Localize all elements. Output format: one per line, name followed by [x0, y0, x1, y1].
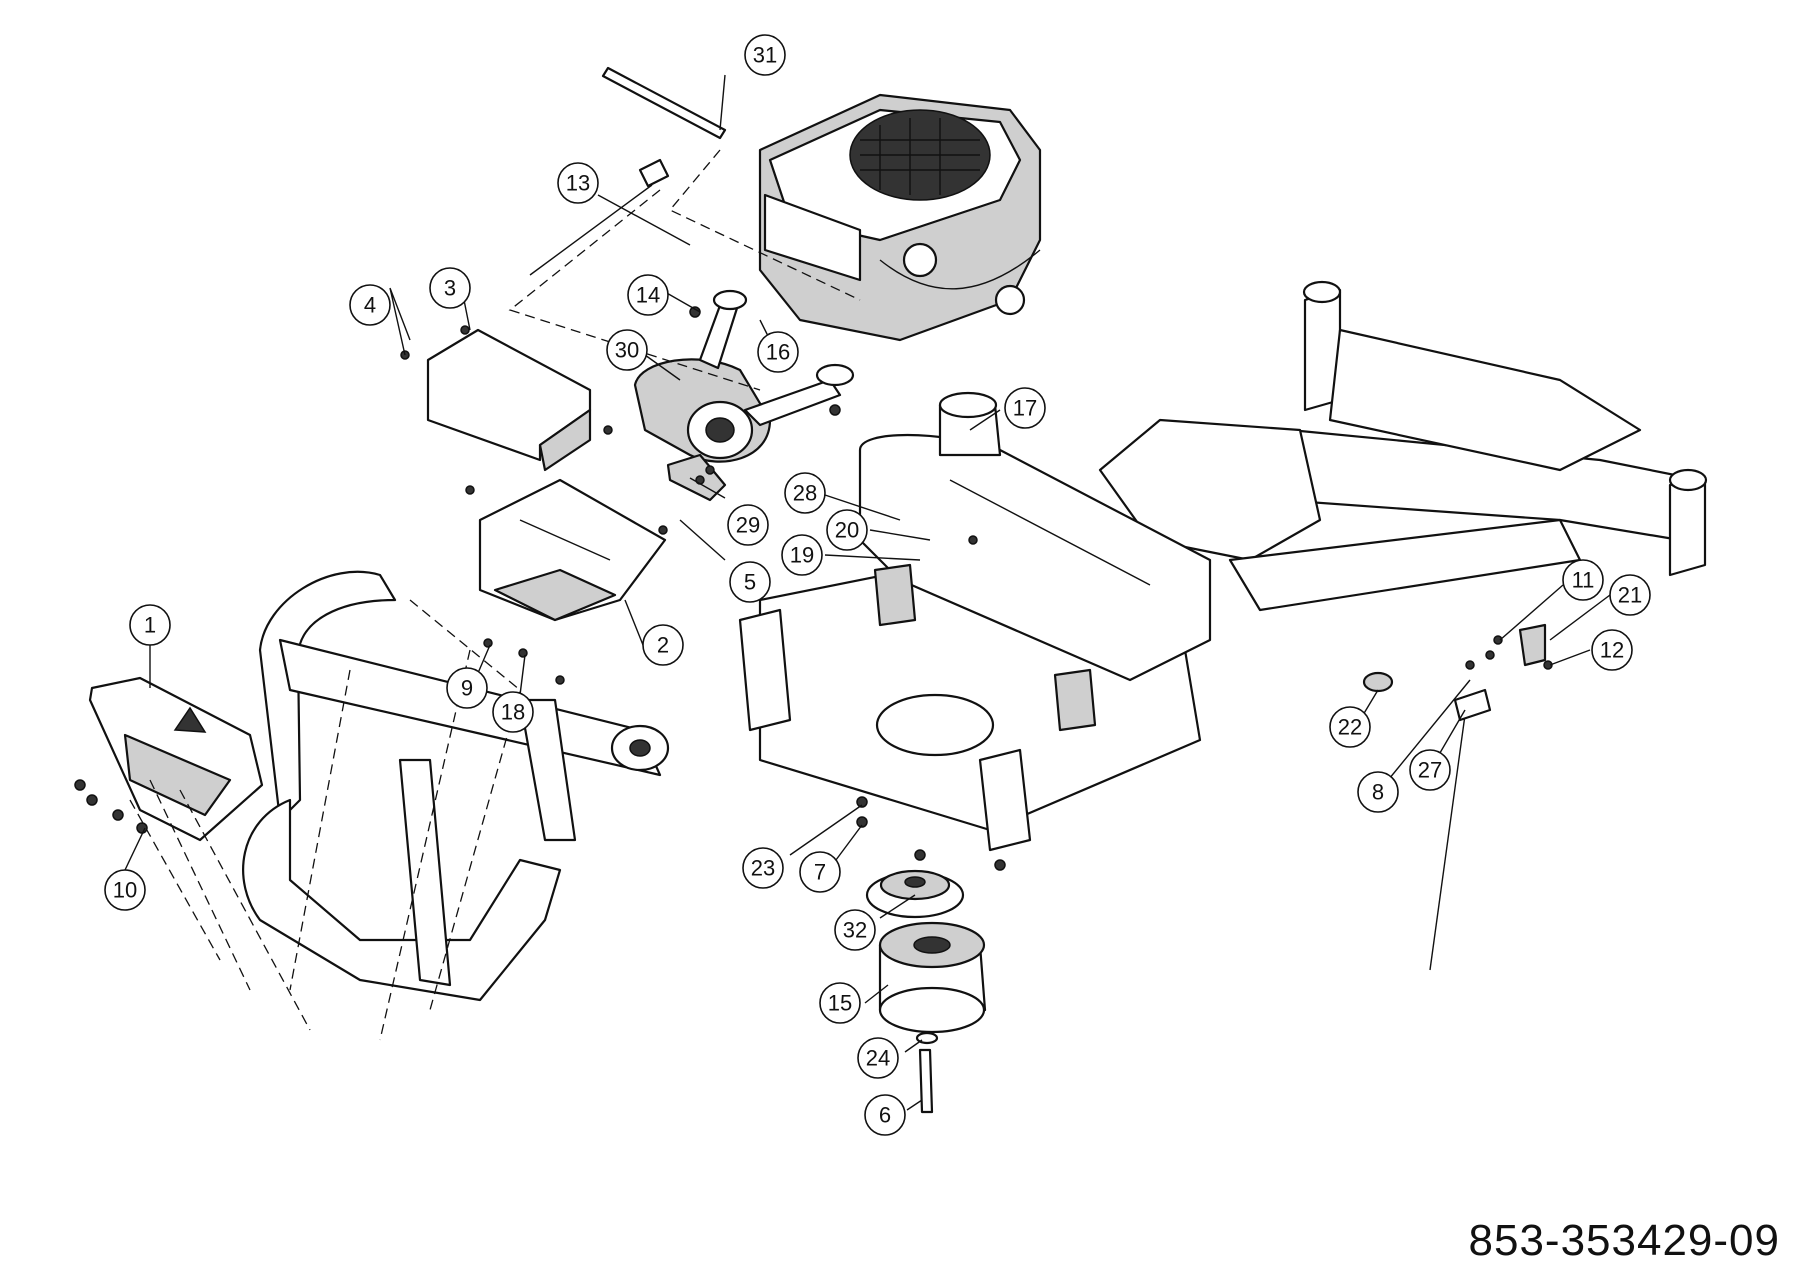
engine-mount-plate: [478, 478, 667, 622]
callout-label: 22: [1338, 715, 1362, 740]
frame-bracket: [1518, 623, 1547, 667]
callout-22: 22: [1329, 706, 1371, 748]
callout-29: 29: [727, 504, 769, 546]
callout-32: 32: [834, 909, 876, 951]
callout-label: 16: [766, 340, 790, 365]
leader-lines: [124, 74, 1611, 1111]
callout-21: 21: [1609, 574, 1651, 616]
main-frame: [1098, 280, 1708, 612]
callout-30: 31: [744, 34, 786, 76]
callout-4: 4: [349, 284, 391, 326]
callout-31: 30: [606, 329, 648, 371]
callout-28: 28: [784, 472, 826, 514]
callout-24: 24: [857, 1037, 899, 1079]
throttle-cable: [1429, 688, 1492, 971]
callout-label: 12: [1600, 638, 1624, 663]
front-bumper: [242, 570, 670, 1002]
callout-3: 3: [429, 267, 471, 309]
callout-label: 21: [1618, 583, 1642, 608]
callout-label: 31: [753, 43, 777, 68]
clutch-bolt: [915, 1031, 939, 1114]
engine-dipstick: [601, 66, 727, 140]
engine: [758, 93, 1042, 342]
callout-label: 14: [636, 283, 660, 308]
callout-label: 13: [566, 171, 590, 196]
callout-label: 24: [866, 1046, 890, 1071]
callout-label: 15: [828, 991, 852, 1016]
callout-label: 3: [444, 276, 456, 301]
callout-label: 1: [144, 613, 156, 638]
callout-label: 32: [843, 918, 867, 943]
hydraulic-reservoir: [873, 563, 1097, 732]
assembly-lines: [129, 149, 861, 1041]
callout-label: 28: [793, 481, 817, 506]
callout-7: 7: [799, 851, 841, 893]
callout-27: 27: [1409, 749, 1451, 791]
callout-label: 8: [1372, 780, 1384, 805]
callout-20: 20: [826, 509, 868, 551]
callout-label: 17: [1013, 396, 1037, 421]
hardware-fasteners: [74, 306, 1553, 871]
callout-2: 2: [642, 624, 684, 666]
hole-plug: [1362, 671, 1394, 693]
callout-18: 18: [492, 691, 534, 733]
callout-label: 19: [790, 543, 814, 568]
warning-plate: [88, 676, 264, 842]
callout-label: 27: [1418, 758, 1442, 783]
muffler: [633, 289, 855, 463]
callout-label: 11: [1572, 568, 1595, 593]
callout-label: 23: [751, 856, 775, 881]
callout-23: 23: [742, 847, 784, 889]
fuel-cap-assembly: [938, 391, 1002, 457]
callout-label: 9: [461, 676, 473, 701]
callout-label: 6: [879, 1103, 891, 1128]
callout-17: 17: [1004, 387, 1046, 429]
document-number: 853-353429-09: [1468, 1216, 1780, 1265]
callout-8: 8: [1357, 771, 1399, 813]
heat-shield: [426, 328, 592, 472]
callout-11: 11: [1562, 559, 1604, 601]
callout-16: 16: [757, 331, 799, 373]
callout-1: 1: [129, 604, 171, 646]
sensor-wire: [529, 158, 670, 276]
callout-label: 10: [113, 878, 137, 903]
callout-label: 7: [814, 860, 826, 885]
callout-13: 13: [557, 162, 599, 204]
callout-label: 18: [501, 700, 525, 725]
callout-10: 10: [104, 869, 146, 911]
callout-19: 19: [781, 534, 823, 576]
callout-14: 14: [627, 274, 669, 316]
callout-6: 6: [864, 1094, 906, 1136]
callout-9: 9: [446, 667, 488, 709]
callout-15: 15: [819, 982, 861, 1024]
electric-pto-clutch: [878, 921, 987, 1034]
pulley: [865, 869, 965, 919]
callout-label: 30: [615, 338, 639, 363]
callout-label: 4: [364, 293, 376, 318]
callout-label: 5: [744, 570, 756, 595]
callout-label: 20: [835, 518, 859, 543]
callout-label: 29: [736, 513, 760, 538]
callout-5: 5: [729, 561, 771, 603]
callout-12: 12: [1591, 629, 1633, 671]
callout-label: 2: [657, 633, 669, 658]
